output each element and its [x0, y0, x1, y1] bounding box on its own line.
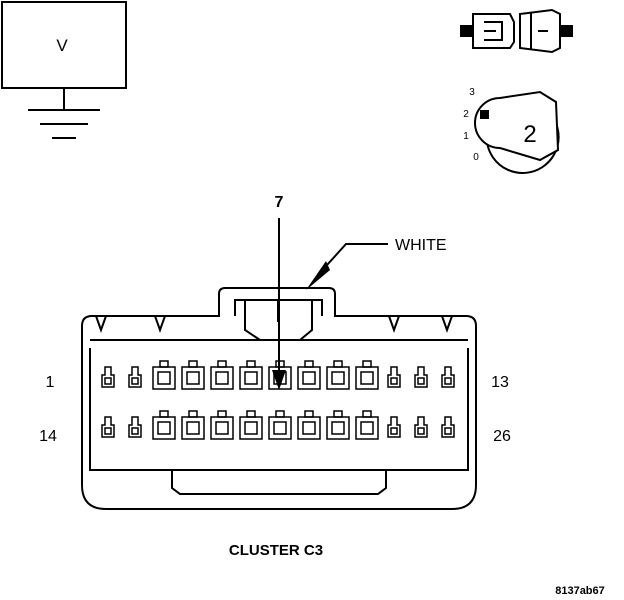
pin-label-13: 13	[491, 374, 509, 391]
cavity-20	[268, 410, 292, 440]
cavity-21	[297, 410, 321, 440]
wire-color-leader	[306, 243, 388, 290]
cavity-15	[128, 416, 142, 438]
switch-position-0: 0	[473, 152, 479, 163]
cavity-5	[210, 360, 234, 390]
cavity-22	[326, 410, 350, 440]
cavity-12	[414, 366, 428, 388]
cavity-8	[297, 360, 321, 390]
cavity-6	[239, 360, 263, 390]
cavity-26	[441, 416, 455, 438]
cavity-1	[101, 366, 115, 388]
disconnect-connector-icon	[460, 8, 573, 54]
connector-housing	[81, 287, 477, 510]
cavity-2	[128, 366, 142, 388]
switch-position-2: 2	[463, 109, 469, 120]
switch-position-1: 1	[463, 131, 469, 142]
voltmeter-symbol: V	[56, 36, 68, 55]
pin-callout-number: 7	[275, 194, 284, 211]
cavity-9	[326, 360, 350, 390]
cavity-4	[181, 360, 205, 390]
cavity-7	[268, 360, 292, 390]
cavity-19	[239, 410, 263, 440]
cavity-14	[101, 416, 115, 438]
pin-label-14: 14	[39, 428, 57, 445]
cavity-11	[387, 366, 401, 388]
cavity-23	[355, 410, 379, 440]
cavity-13	[441, 366, 455, 388]
wire-color-label: WHITE	[395, 237, 447, 254]
cavity-18	[210, 410, 234, 440]
cavity-24	[387, 416, 401, 438]
switch-position-3: 3	[469, 87, 475, 98]
cavity-16	[152, 410, 176, 440]
cavity-10	[355, 360, 379, 390]
ignition-key-icon	[474, 90, 560, 174]
cavity-17	[181, 410, 205, 440]
pin-label-26: 26	[493, 428, 511, 445]
figure-code: 8137ab67	[555, 585, 605, 597]
connector-name: CLUSTER C3	[229, 542, 323, 559]
cavity-25	[414, 416, 428, 438]
cavity-3	[152, 360, 176, 390]
key-position-label: 2	[523, 121, 536, 148]
pin-label-1: 1	[46, 374, 55, 391]
connector-cavities	[101, 360, 455, 440]
voltmeter-icon	[1, 1, 127, 139]
pin-callout-arrow	[272, 218, 286, 390]
